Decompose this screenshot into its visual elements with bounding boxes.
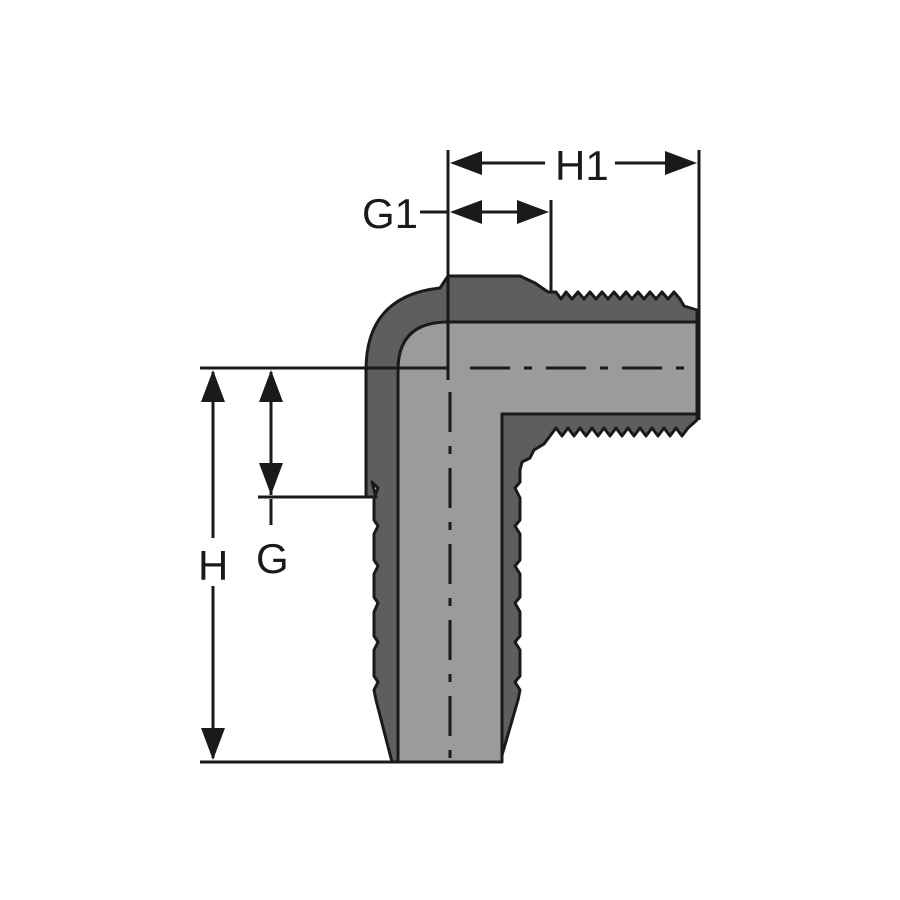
extension-lines (200, 150, 701, 764)
centerlines (448, 366, 697, 762)
label-g: G (256, 535, 289, 582)
label-g1: G1 (362, 190, 418, 237)
dimension-g1: G1 (362, 190, 549, 237)
arrow-up-icon (259, 370, 283, 402)
fitting-body (364, 274, 699, 764)
arrow-right-icon (665, 151, 697, 175)
arrow-right-icon (517, 200, 549, 224)
arrow-left-icon (450, 151, 482, 175)
arrow-left-icon (450, 200, 482, 224)
arrow-down-icon (259, 463, 283, 495)
arrow-up-icon (201, 370, 225, 402)
label-h: H (198, 542, 228, 589)
dimension-g: G (256, 370, 289, 582)
dimension-h: H (198, 370, 228, 760)
label-h1: H1 (555, 142, 609, 189)
dimension-h1: H1 (450, 142, 697, 189)
arrow-down-icon (201, 728, 225, 760)
